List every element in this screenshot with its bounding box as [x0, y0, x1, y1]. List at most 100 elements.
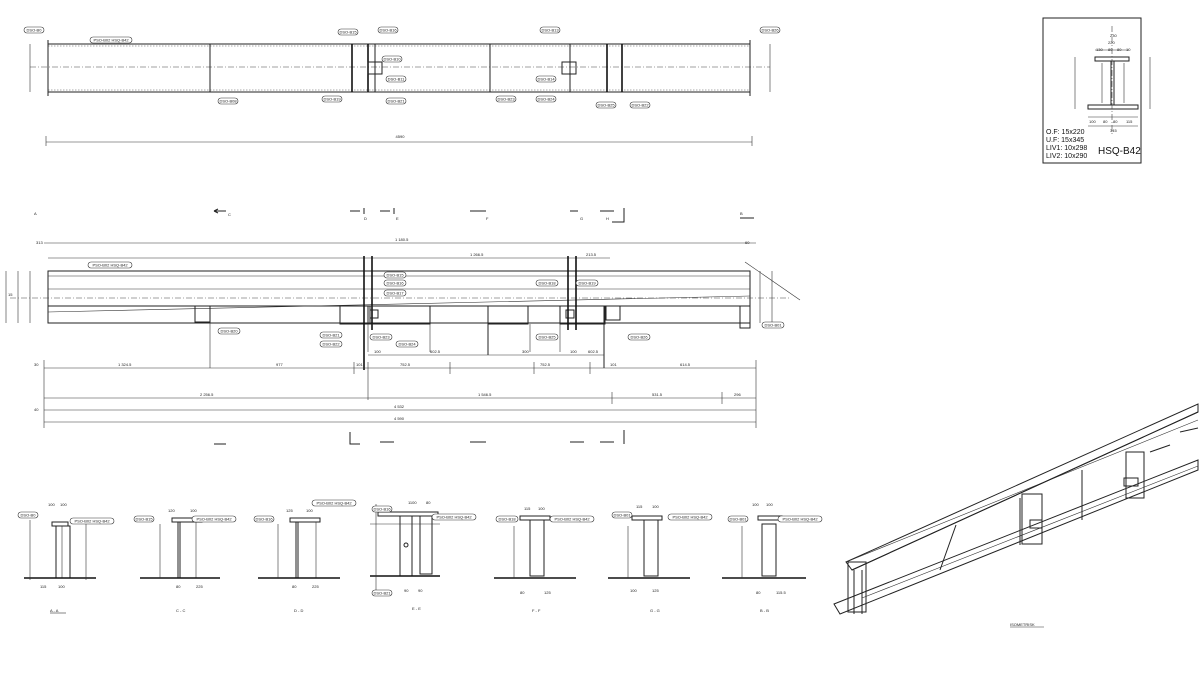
tag-text: DSO-B25 — [597, 103, 615, 108]
tag-text: PSO-B02 HSQ-B42 — [672, 515, 708, 520]
tag-text: DSO-B26 — [761, 28, 779, 33]
dim-text: 213.5 — [586, 252, 597, 257]
dim-text: 1 266.5 — [470, 252, 484, 257]
section-mark: F — [486, 216, 489, 221]
dim-text: 90 — [404, 588, 409, 593]
dim-text: 115 — [1126, 119, 1133, 124]
dim-text: 100 — [652, 504, 659, 509]
dim-text: 100 — [306, 508, 313, 513]
tag-text: DSO-B16 — [386, 281, 404, 286]
dim-text: 100 — [570, 349, 577, 354]
dim-text: 100 — [58, 584, 65, 589]
top-elevation-view: 4590 DSO-B0 PSO-B02 HSQ-B42 DSO-B15 DSO-… — [23, 26, 781, 146]
dim-text: 125 — [544, 590, 551, 595]
dim-text: 125 — [652, 588, 659, 593]
main-beam-outline — [47, 270, 751, 324]
dim-text: 1 546.5 — [478, 392, 492, 397]
dim-text: 100 — [538, 506, 545, 511]
tag-text: DSO-B21 — [322, 333, 340, 338]
dim-text: 100 — [1089, 119, 1096, 124]
dim-text: 100 — [48, 502, 55, 507]
section-mark: B — [740, 211, 743, 216]
section-label: A - A — [50, 608, 59, 613]
section-label: D - D — [294, 608, 303, 613]
tag-text: PSO-B02 HSQ-B42 — [316, 501, 352, 506]
dim-text: 80 — [176, 584, 181, 589]
tag-text: DSO-B18 — [498, 517, 516, 522]
beam-outline — [47, 43, 751, 93]
dim-text: 101 — [356, 362, 363, 367]
dim-text: 614.5 — [680, 362, 691, 367]
dim-text: 752.5 — [540, 362, 551, 367]
tag-text: DSO-B01 — [764, 323, 782, 328]
dim-text: 100 — [374, 349, 381, 354]
tag-text: DSO-B24 — [398, 342, 416, 347]
dim-text: 80 — [520, 590, 525, 595]
section-label: E - E — [412, 606, 421, 611]
part-tags: DSO-B0 PSO-B02 HSQ-B42 DSO-B15 DSO-B16 D… — [23, 26, 781, 109]
tag-text: DSO-B18 — [538, 281, 556, 286]
tag-text: PSO-B02 HSQ-B42 — [93, 38, 129, 43]
tag-text: DSO-B23 — [372, 335, 390, 340]
dim-text: 80 — [1117, 47, 1122, 52]
tag-text: DSO-B0 — [27, 28, 43, 33]
flange-top-prop: O.F: 15x220 — [1046, 129, 1085, 136]
tag-text: DSO-B20 — [220, 329, 238, 334]
dim-text: 80 — [1113, 119, 1118, 124]
section-c-c: DSO-B15 PSO-B02 HSQ-B42 120 100 225 80 C… — [133, 508, 237, 613]
iso-label: ISOMETRISK — [1010, 622, 1035, 627]
total-dimension-text: 4590 — [396, 134, 406, 139]
section-mark: A — [34, 211, 37, 216]
dim-text: 2 256.5 — [200, 392, 214, 397]
dim-text: 40 — [34, 407, 39, 412]
dim-text: 100 — [752, 502, 759, 507]
tag-text: DSO-B11 — [388, 77, 406, 82]
dim-text: 125 — [286, 508, 293, 513]
section-mark: E — [396, 216, 399, 221]
iso-bottom-flange — [833, 459, 1199, 615]
profile-name: HSQ-B42 — [1098, 146, 1141, 157]
tag-text: DSO-B23 — [497, 97, 515, 102]
tag-text: DSO-B10 — [383, 57, 401, 62]
section-g-g: DSO-B01 PSO-B02 HSQ-B42 115 100 100 125 … — [608, 504, 713, 613]
dim-text: 115 — [636, 504, 643, 509]
tag-text: DSO-B17 — [386, 291, 404, 296]
web2-prop: LIV2: 10x290 — [1046, 153, 1087, 160]
dim-text: 100 — [60, 502, 67, 507]
tag-text: PSO-B02 HSQ-B42 — [74, 519, 110, 524]
dim-text: 4 532 — [394, 404, 405, 409]
tag-text: PSO-B02 HSQ-B42 — [782, 517, 818, 522]
tag-text: DSO-B21 — [373, 591, 391, 596]
dim-text: 30 — [34, 362, 39, 367]
dim-text: 100 — [190, 508, 197, 513]
dim-text: 15 — [8, 292, 13, 297]
section-mark: H — [606, 216, 609, 221]
tag-text: DSO-B22 — [322, 342, 340, 347]
section-mark: C — [228, 212, 231, 217]
section-label: F - F — [532, 608, 541, 613]
dim-text: 100 — [630, 588, 637, 593]
dim-text: 296 — [734, 392, 741, 397]
dim-text: 1 324.5 — [118, 362, 132, 367]
tag-text: DSO-B26 — [630, 335, 648, 340]
dim-text: 115.5 — [776, 590, 786, 595]
dim-text: 752.5 — [400, 362, 411, 367]
tag-text: DSO-B22 — [631, 103, 649, 108]
dim-text: 120 — [168, 508, 175, 513]
tag-text: DSO-B25 — [538, 335, 556, 340]
tag-text: DSO-B13 — [541, 28, 559, 33]
tag-text: DSO-B01 — [729, 517, 747, 522]
tag-text: DSO-B21 — [387, 99, 405, 104]
section-f-f: DSO-B18 PSO-B02 HSQ-B42 115 100 80 125 F… — [494, 506, 595, 613]
tag-text: DSO-B16 — [255, 517, 273, 522]
dim-text: 345 — [1110, 128, 1117, 133]
tag-text: DSO-B16 — [373, 507, 391, 512]
tag-text: DSO-B16 — [379, 28, 397, 33]
dim-text: 230 — [1110, 33, 1117, 38]
tag-text: DSO-B08 — [219, 99, 237, 104]
dim-text: 80 — [756, 590, 761, 595]
web1-prop: LIV1: 10x298 — [1046, 145, 1087, 152]
tag-text: DSO-B15 — [339, 30, 357, 35]
tag-text: PSO-B02 HSQ-B42 — [554, 517, 590, 522]
